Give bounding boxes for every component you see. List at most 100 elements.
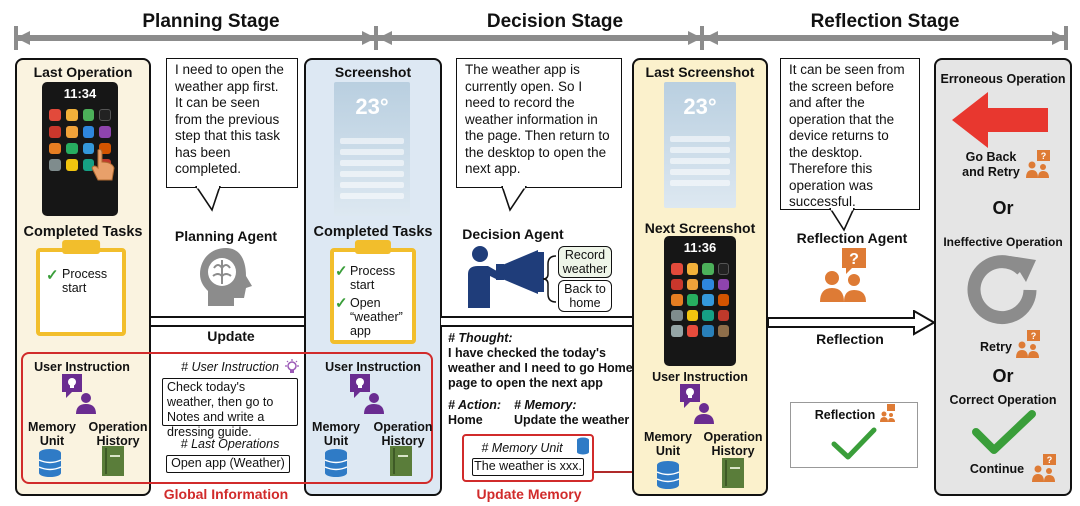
task-process-start: Process start (350, 264, 396, 292)
reflection-agent-label: Reflection Agent (796, 230, 908, 246)
weather-temp: 23° (355, 94, 389, 119)
bubble-tail (829, 208, 855, 232)
action-heading: # Action: (448, 398, 502, 412)
screenshot-title: Screenshot (334, 64, 412, 80)
lightbulb-icon (285, 359, 299, 373)
erroneous-operation-label: Erroneous Operation (940, 72, 1066, 86)
reflection-agent-icon: ? (1032, 454, 1056, 482)
memory-unit-heading: # Memory Unit (481, 441, 563, 455)
memory-unit-text: The weather is xxx. (472, 458, 584, 476)
planning-agent-label: Planning Agent (174, 228, 278, 244)
reflection-agent-icon: ? (1026, 150, 1050, 178)
reflection-stage-title: Reflection Stage (770, 11, 1000, 33)
reflection-thought-bubble: It can be seen from the screen before an… (780, 58, 920, 210)
reflection-agent-icon (880, 404, 895, 422)
planning-stage-title: Planning Stage (96, 11, 326, 33)
bubble-tail (195, 186, 221, 212)
decision-thought-bubble: The weather app is currently open. So I … (456, 58, 622, 188)
global-information-box (21, 352, 433, 484)
user-instruction-icon (350, 374, 384, 414)
database-icon (577, 437, 589, 455)
memory-unit-label: Memory Unit (644, 430, 692, 458)
check-icon: ✓ (335, 295, 348, 312)
weather-screenshot: 23° (334, 82, 410, 216)
action-text: Home (448, 413, 483, 427)
decision-agent-label: Decision Agent (462, 226, 564, 242)
check-icon: ✓ (46, 267, 59, 284)
last-operation-phone: 11:34 (42, 82, 118, 216)
clipboard-icon: ✓ Process start ✓ Open “weather” app (330, 240, 416, 344)
brain-head-icon (200, 248, 252, 306)
svg-text:?: ? (1047, 455, 1053, 465)
option-back-to-home: Back to home (558, 280, 612, 312)
app-grid (664, 255, 736, 345)
correct-operation-label: Correct Operation (949, 393, 1057, 407)
global-information-label: Global Information (163, 486, 289, 502)
book-icon (102, 446, 124, 476)
next-screenshot-title: Next Screenshot (644, 220, 756, 236)
svg-text:?: ? (1041, 151, 1047, 161)
user-instruction-icon (680, 384, 714, 424)
ineffective-operation-label: Ineffective Operation (943, 235, 1063, 249)
thought-text: I have checked the today's weather and I… (448, 346, 633, 390)
check-icon: ✓ (335, 263, 348, 280)
clipboard-icon: ✓ Process start (36, 240, 126, 336)
memory-unit-box (462, 434, 594, 482)
memory-unit-label: Memory Unit (312, 420, 360, 448)
completed-tasks-title: Completed Tasks (23, 224, 143, 240)
planning-thought-bubble: I need to open the weather app first. It… (166, 58, 298, 188)
or-label: Or (992, 198, 1014, 218)
reflection-agent-icon: ? (820, 248, 866, 302)
thought-heading: # Thought: (448, 331, 513, 345)
database-icon (324, 449, 348, 477)
or-label: Or (992, 366, 1014, 386)
last-operations-text: Open app (Weather) (166, 455, 290, 473)
last-operations-heading: # Last Operations (180, 437, 280, 451)
option-record-weather: Record weather (558, 246, 612, 278)
megaphone-person-icon (468, 246, 544, 308)
user-instruction-label: User Instruction (34, 360, 130, 374)
check-icon (972, 410, 1036, 454)
update-memory-label: Update Memory (476, 486, 582, 502)
reflection-result-label: Reflection (814, 408, 876, 422)
weather-screenshot: 23° (664, 82, 736, 208)
operation-history-label: Operation History (703, 430, 763, 458)
reflection-arrow (768, 310, 937, 336)
check-icon (831, 427, 877, 460)
screenshot-completed-tasks-title: Completed Tasks (313, 224, 433, 240)
last-screenshot-title: Last Screenshot (645, 64, 755, 80)
user-instruction-label: User Instruction (652, 370, 748, 384)
decision-stage-title: Decision Stage (440, 11, 670, 33)
user-instruction-text: Check today's weather, then go to Notes … (162, 378, 298, 439)
user-instruction-icon (62, 374, 96, 414)
database-icon (656, 461, 680, 489)
option-brace (542, 255, 557, 303)
update-label: Update (207, 328, 255, 344)
database-icon (38, 449, 62, 477)
memory-text: Update the weather (514, 413, 630, 427)
book-icon (390, 446, 412, 476)
task-open-weather: Open “weather” app (350, 296, 403, 338)
continue-label: Continue (969, 462, 1025, 476)
reflection-agent-icon: ? (1016, 330, 1040, 358)
user-instruction-heading: # User Instruction (181, 360, 279, 374)
bubble-tail (501, 186, 527, 212)
weather-temp: 23° (683, 94, 717, 119)
go-back-retry-label: Go Back and Retry (962, 150, 1020, 179)
svg-text:?: ? (1031, 331, 1037, 341)
task-process-start: Process start (62, 267, 108, 295)
retry-label: Retry (980, 340, 1012, 354)
operation-history-label: Operation History (88, 420, 148, 448)
tap-hand-icon (91, 148, 115, 181)
phone-time: 11:36 (683, 240, 717, 255)
operation-history-label: Operation History (373, 420, 433, 448)
memory-unit-label: Memory Unit (28, 420, 76, 448)
reflection-arrow-label: Reflection (816, 331, 884, 347)
memory-heading: # Memory: (514, 398, 577, 412)
phone-time: 11:34 (63, 86, 97, 101)
go-back-arrow-icon (952, 92, 1048, 148)
reflection-result-box (790, 402, 918, 468)
app-grid (42, 101, 118, 179)
user-instruction-label: User Instruction (325, 360, 421, 374)
